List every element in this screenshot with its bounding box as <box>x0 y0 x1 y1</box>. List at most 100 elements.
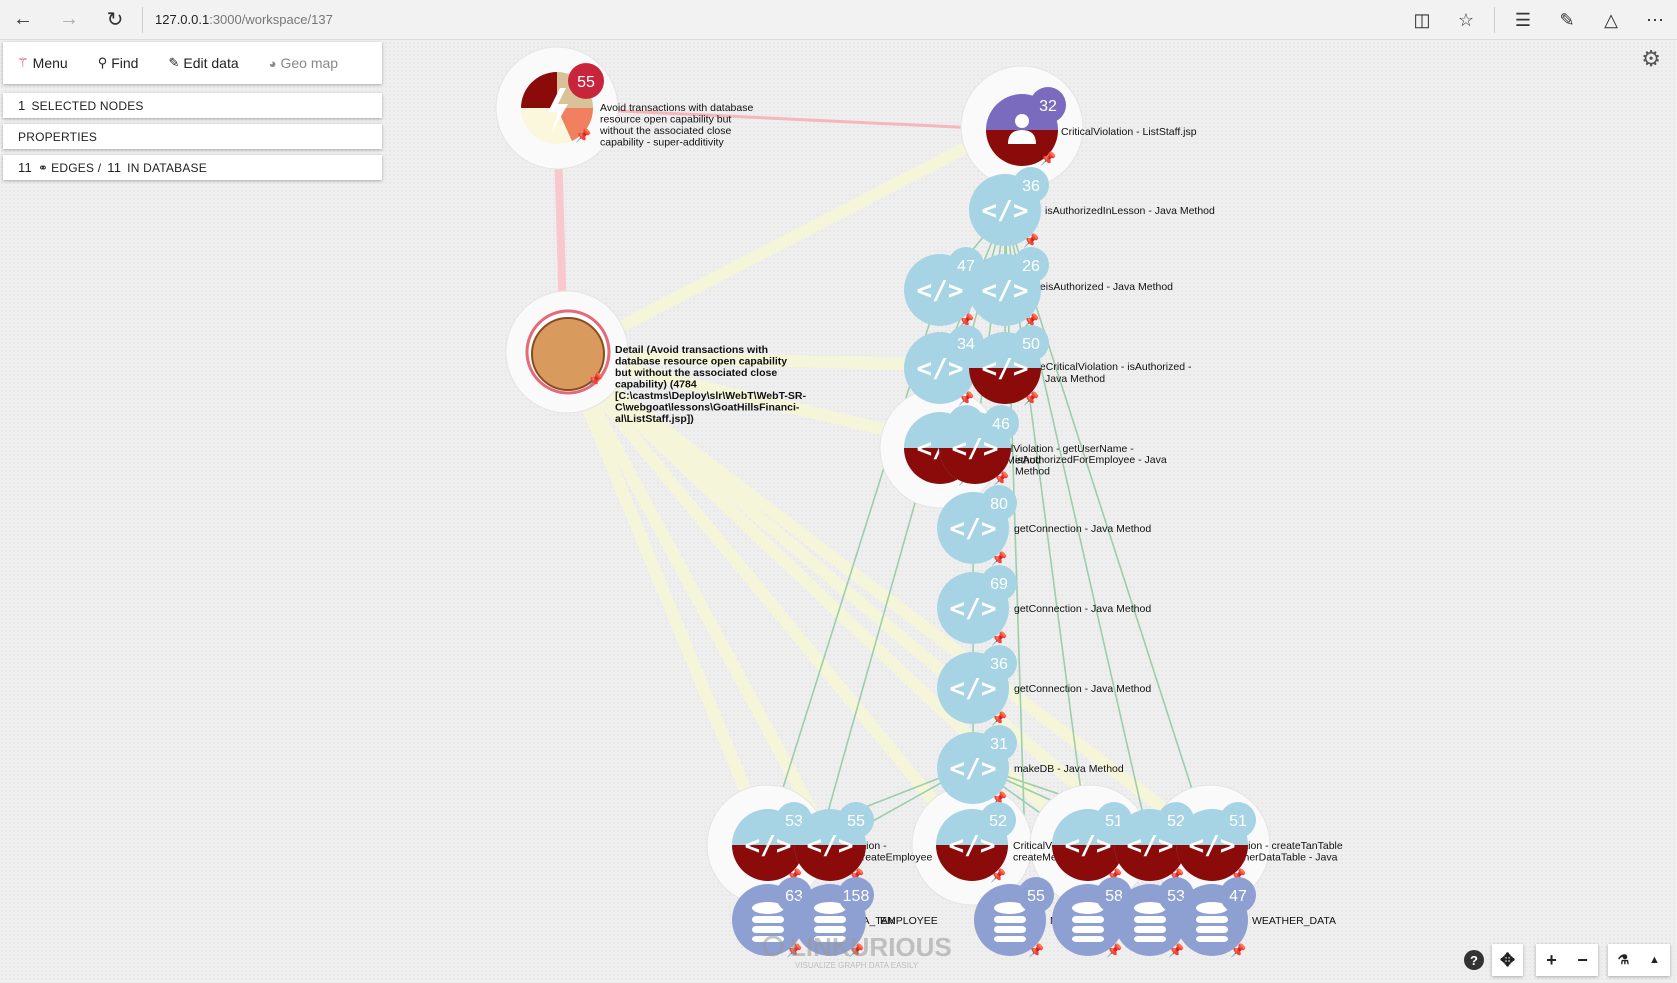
method-node[interactable]: </>26📌 <box>969 247 1049 328</box>
menu-button[interactable]: ⚚ Menu <box>17 55 68 71</box>
method-node-badge <box>1013 325 1049 361</box>
db-disk <box>1196 916 1228 923</box>
database-node[interactable]: 158📌EMPLOYEE <box>794 877 938 958</box>
center-view-icon[interactable]: ✥ <box>1499 949 1516 970</box>
node-cv-liststaff[interactable]: 32 CriticalViolation - ListStaff.jsp 📌 <box>986 87 1197 166</box>
back-icon[interactable]: ← <box>13 8 33 30</box>
edge[interactable] <box>1004 209 1211 846</box>
pin-icon: 📌 <box>991 630 1007 646</box>
method-node-badge <box>981 485 1017 521</box>
find-button[interactable]: ⚲ Find <box>98 55 139 71</box>
edge[interactable] <box>564 349 932 446</box>
database-node-badge-text: 158 <box>843 888 870 905</box>
code-icon: </> <box>807 831 854 861</box>
settings-gear-icon[interactable]: ⚙ <box>1641 46 1661 71</box>
more-icon[interactable]: ⋯ <box>1646 9 1664 30</box>
database-icon <box>1196 902 1228 942</box>
properties-bar[interactable]: PROPERTIES <box>3 124 382 149</box>
method-node[interactable]: </>36📌isAuthorizedInLesson - Java Method <box>969 167 1215 248</box>
favorite-star-icon[interactable]: ☆ <box>1457 9 1475 30</box>
database-node[interactable]: 55📌MESSAGES <box>974 877 1109 958</box>
zoom-out-icon[interactable]: − <box>1577 949 1588 970</box>
reading-view-icon[interactable]: ◫ <box>1413 9 1431 30</box>
help-button[interactable]: ? <box>1464 950 1484 970</box>
database-node[interactable]: 47📌WEATHER_DATA <box>1176 877 1336 958</box>
database-node-badge <box>1220 877 1256 913</box>
method-node-label: makeDB - Java Method <box>1014 763 1124 775</box>
geo-map-button[interactable]: ◕ Geo map <box>269 55 338 71</box>
method-node-badge-text: 80 <box>990 496 1008 513</box>
edge[interactable] <box>556 106 1021 132</box>
collapse-icon[interactable]: ▲ <box>1649 954 1660 966</box>
database-nodes: 63📌USER_DATA_TAN158📌EMPLOYEE55📌MESSAGES5… <box>732 877 1336 958</box>
method-node[interactable]: </>55📌 <box>794 802 874 883</box>
method-node[interactable]: </>52📌CriticalViolation -createMessageTa… <box>936 802 1110 883</box>
forward-icon[interactable]: → <box>59 8 79 30</box>
edges-bar[interactable]: 11 ⚭ EDGES / 11 IN DATABASE <box>3 155 382 180</box>
method-node-badge-text: 51 <box>1105 813 1123 830</box>
db-disk <box>752 926 784 933</box>
db-disk <box>1134 902 1166 914</box>
database-node-label: WEATHER_DATA <box>1252 915 1336 927</box>
db-disk <box>1072 916 1104 923</box>
edge[interactable] <box>565 349 941 371</box>
layout-icon[interactable]: ⚗ <box>1617 952 1630 967</box>
label-line: getConnection - Java Method <box>1014 603 1151 615</box>
edge[interactable] <box>560 352 774 848</box>
method-nodes: </>36📌isAuthorizedInLesson - Java Method… <box>732 167 1343 883</box>
edge[interactable] <box>560 352 836 848</box>
method-node[interactable]: </>51📌 <box>1176 802 1256 883</box>
address-bar[interactable]: 127.0.0.1:3000/workspace/137 <box>155 12 333 27</box>
method-node[interactable]: </>50📌Java Method <box>969 325 1105 406</box>
label-line: CriticalViolation - getUserName - <box>981 443 1134 455</box>
code-icon: </> <box>982 276 1029 306</box>
watermark-brand: LINKURIOUS <box>790 932 952 962</box>
url-divider <box>142 6 143 33</box>
edge[interactable] <box>563 124 1003 361</box>
code-icon: </> <box>745 831 792 861</box>
hub-icon[interactable]: ☰ <box>1514 9 1532 30</box>
edit-data-button[interactable]: ✎ Edit data <box>168 55 238 71</box>
method-node[interactable]: </>69📌getConnection - Java Method <box>937 565 1151 646</box>
method-node[interactable]: </>80📌getConnection - Java Method <box>937 485 1151 566</box>
refresh-icon[interactable]: ↻ <box>106 9 124 31</box>
web-note-icon[interactable]: ✎ <box>1559 9 1575 30</box>
method-node[interactable]: </>36📌getConnection - Java Method <box>937 645 1151 726</box>
code-icon: </> <box>917 276 964 306</box>
browser-toolbar: ← → ↻ 127.0.0.1:3000/workspace/137 ◫ ☆ ☰… <box>0 0 1677 40</box>
linkurious-watermark: LINKURIOUS VISUALIZE GRAPH DATA EASILY <box>762 932 952 970</box>
find-label: Find <box>111 55 139 71</box>
db-disk <box>1134 926 1166 933</box>
selected-nodes-bar[interactable]: 1 SELECTED NODES <box>3 93 382 118</box>
watermark-tagline: VISUALIZE GRAPH DATA EASILY <box>795 961 919 970</box>
edge[interactable] <box>561 351 975 849</box>
code-icon: </> <box>1127 831 1174 861</box>
edge[interactable] <box>562 350 1216 850</box>
db-disk <box>1196 926 1228 933</box>
method-node[interactable]: </>34📌getUserNameCriticalViolation - isA… <box>904 325 1192 406</box>
method-node-label: getConnection - Java Method <box>1014 683 1151 695</box>
geo-map-label: Geo map <box>280 55 339 71</box>
method-node-badge <box>981 725 1017 761</box>
node-avoid-badge-text: 55 <box>577 74 595 91</box>
code-icon: </> <box>950 754 997 784</box>
node-detail-body <box>531 317 605 391</box>
pin-icon: 📌 <box>1023 232 1039 248</box>
method-node[interactable]: </>31📌makeDB - Java Method <box>937 725 1124 806</box>
db-disk <box>994 916 1026 923</box>
label-line: getConnection - Java Method <box>1014 683 1151 695</box>
edge[interactable] <box>562 350 1152 850</box>
pencil-icon: ✎ <box>168 55 180 70</box>
share-icon[interactable]: △ <box>1604 9 1618 30</box>
zoom-in-icon[interactable]: + <box>1546 949 1557 970</box>
code-icon: </> <box>917 354 964 384</box>
method-node-badge <box>1013 247 1049 283</box>
url-path: :3000/workspace/137 <box>209 12 333 27</box>
